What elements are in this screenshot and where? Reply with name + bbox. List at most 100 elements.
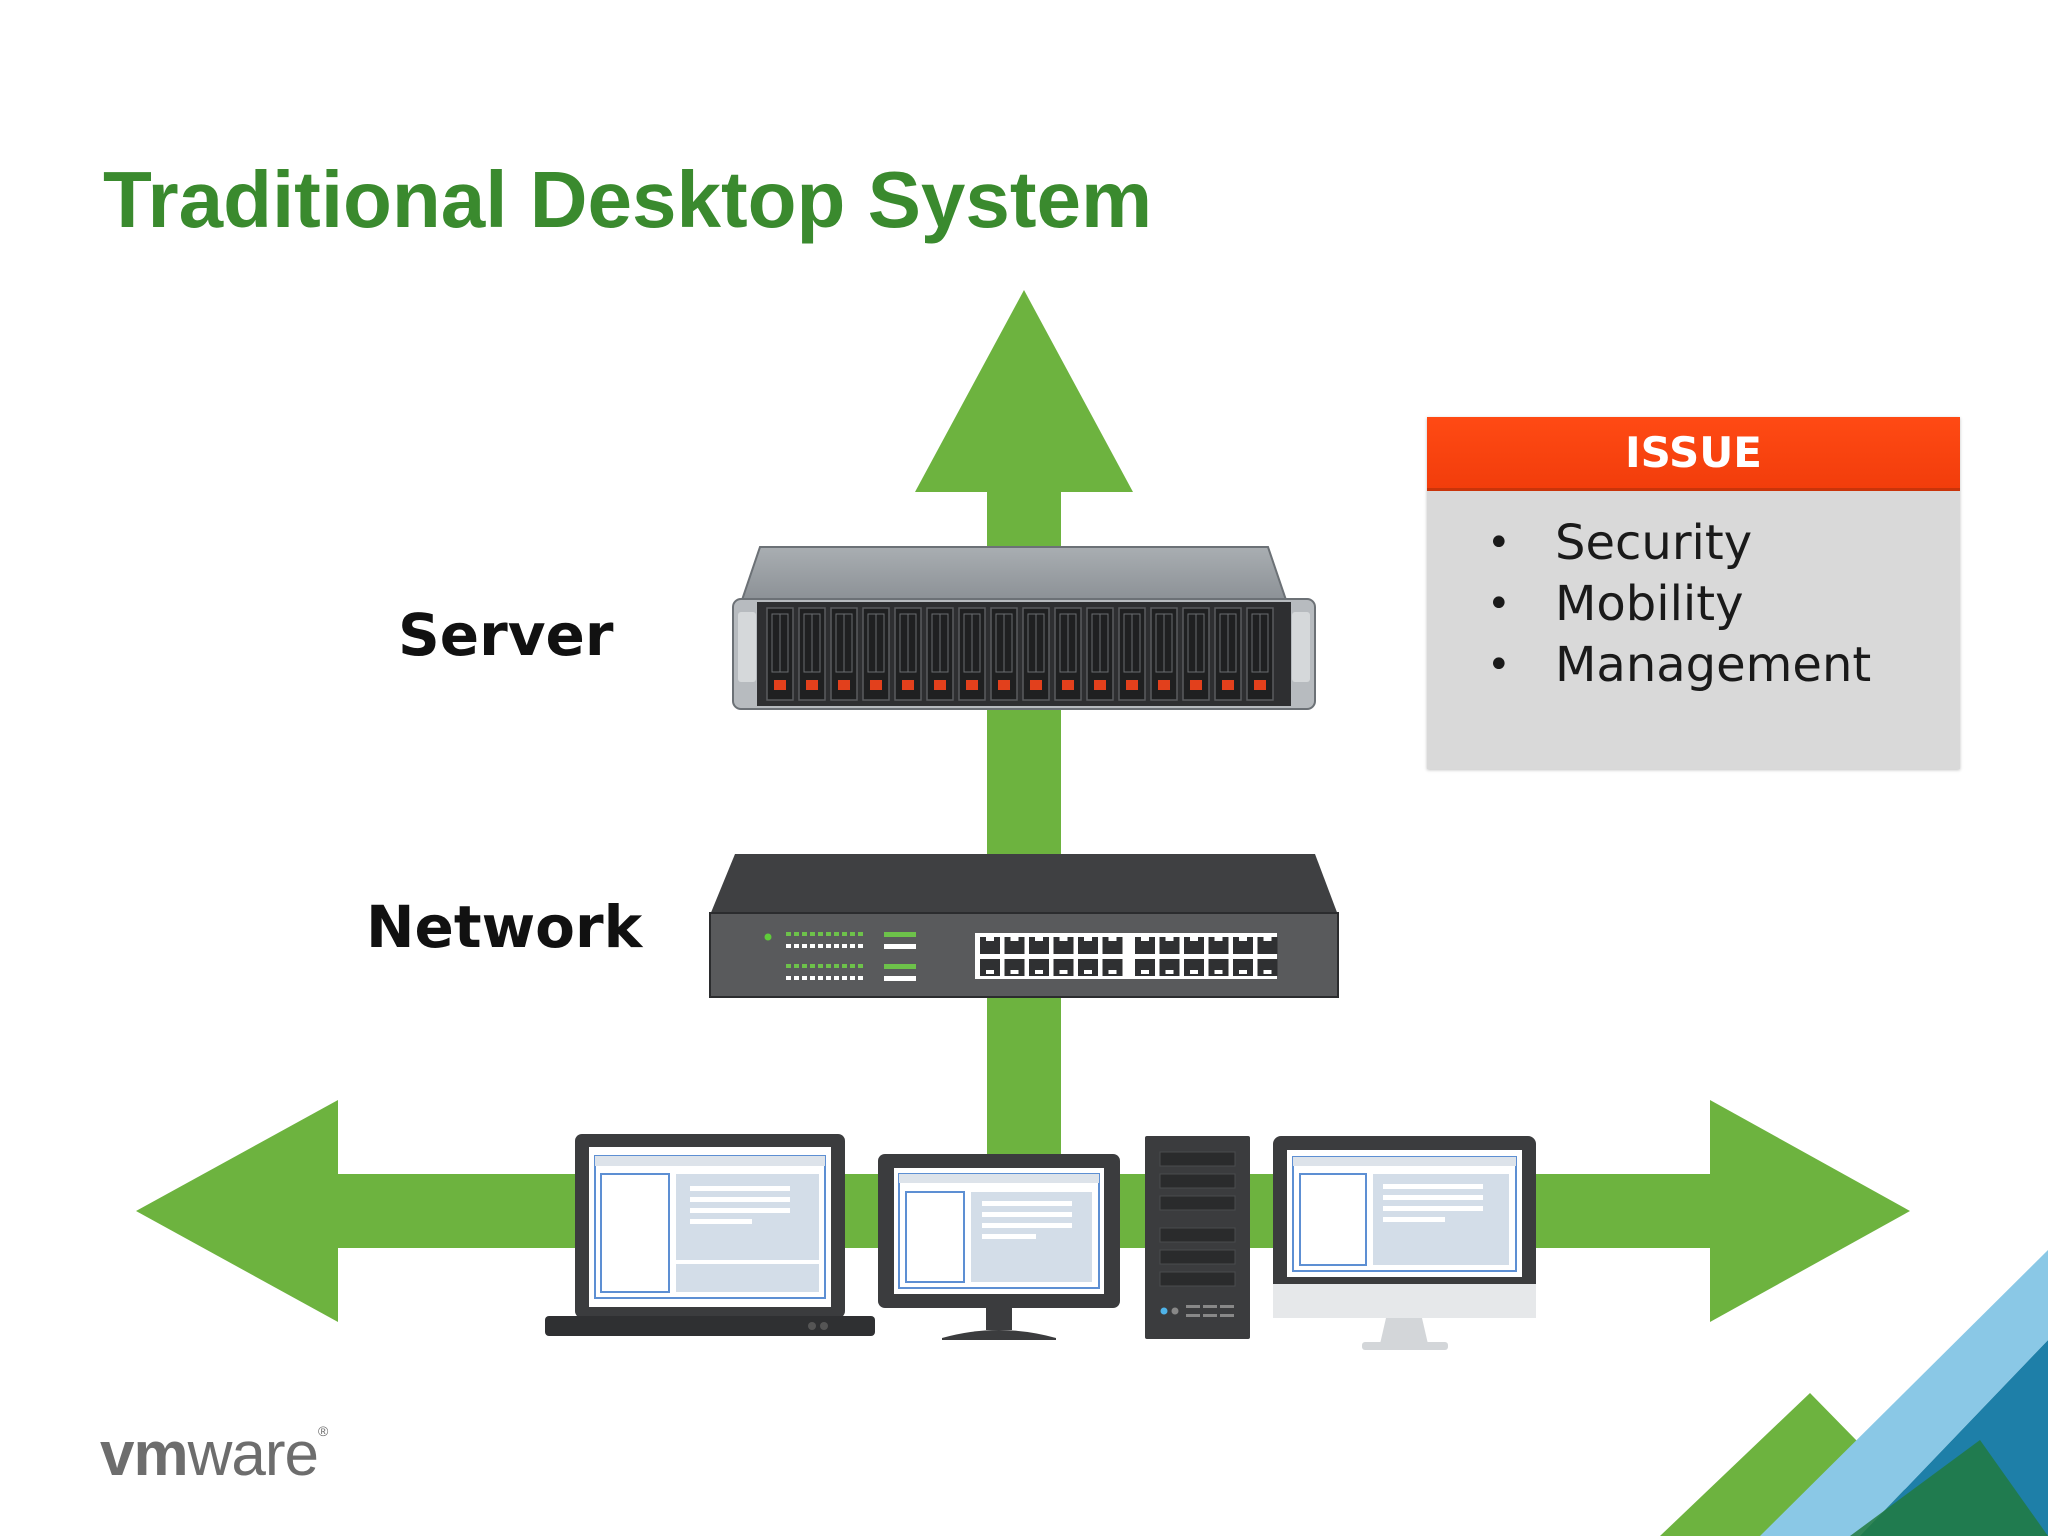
status-light [826, 976, 831, 980]
registered-mark: ® [318, 1423, 329, 1439]
status-light [818, 964, 823, 968]
status-light [858, 932, 863, 936]
ethernet-port [1257, 937, 1278, 954]
ethernet-port [1257, 959, 1278, 976]
slide-title: Traditional Desktop System [103, 155, 1153, 244]
drive-bays [766, 607, 1274, 701]
status-light [818, 932, 823, 936]
status-light [850, 964, 855, 968]
port-latch [986, 937, 994, 941]
drive-bay [766, 607, 794, 701]
status-light [794, 964, 799, 968]
status-light [834, 932, 839, 936]
status-light [794, 944, 799, 948]
status-light [826, 964, 831, 968]
corner-decoration [1660, 1250, 2048, 1536]
port-latch [1035, 970, 1043, 974]
drive-bay [926, 607, 954, 701]
port-latch [1263, 970, 1272, 974]
status-light [810, 932, 815, 936]
port-latch [1059, 970, 1068, 974]
ethernet-port [980, 937, 1000, 954]
port-latch [1239, 937, 1247, 941]
drive-bay [1054, 607, 1082, 701]
status-light [818, 944, 823, 948]
issue-item: •Security [1487, 513, 1960, 574]
port-latch [1190, 937, 1198, 941]
ethernet-port [1102, 937, 1123, 954]
drive-bay [1214, 607, 1242, 701]
drive-bay [1118, 607, 1146, 701]
issue-item: • Mobility [1487, 574, 1960, 635]
monitor-icon [878, 1154, 1120, 1340]
switch-status-lights [786, 932, 916, 981]
desktop-tower-icon [1145, 1136, 1250, 1339]
issue-item: •Management [1487, 635, 1960, 696]
ethernet-port [1159, 937, 1180, 954]
ethernet-port [1102, 959, 1123, 976]
status-light [858, 944, 863, 948]
status-light [850, 932, 855, 936]
drive-bay [1022, 607, 1050, 701]
status-light [802, 932, 807, 936]
ethernet-port [1029, 959, 1049, 976]
issue-panel: ISSUE •Security •Mobility •Management [1427, 417, 1960, 769]
status-bar [884, 944, 916, 949]
port-latch [1141, 970, 1149, 974]
status-light [842, 976, 847, 980]
port-latch [1010, 937, 1019, 941]
issue-header: ISSUE [1427, 417, 1960, 491]
vertical-arrow [915, 290, 1133, 1208]
bullet-icon: • [1487, 581, 1511, 627]
ethernet-port [1004, 937, 1025, 954]
server-label: Server [398, 601, 614, 669]
drive-bay [1086, 607, 1114, 701]
network-switch-icon [709, 854, 1339, 998]
bullet-icon: • [1487, 642, 1511, 688]
port-latch [1214, 970, 1223, 974]
port-latch [1141, 937, 1149, 941]
status-light [834, 944, 839, 948]
laptop-icon [545, 1134, 875, 1336]
port-latch [1214, 937, 1223, 941]
ethernet-port [1135, 937, 1155, 954]
issue-item-label: Mobility [1555, 576, 1744, 632]
status-light [850, 976, 855, 980]
ethernet-port [1053, 937, 1074, 954]
ethernet-port [1029, 937, 1049, 954]
ethernet-port [1053, 959, 1074, 976]
status-light [786, 932, 791, 936]
drive-bay [830, 607, 858, 701]
ethernet-port [1159, 959, 1180, 976]
status-light [850, 944, 855, 948]
status-light [810, 976, 815, 980]
port-latch [1190, 970, 1198, 974]
vmware-logo: vmware® [100, 1424, 328, 1486]
port-latch [1084, 937, 1092, 941]
status-light [842, 944, 847, 948]
status-light [786, 964, 791, 968]
issue-item-label: Security [1555, 515, 1753, 571]
logo-part-vm: vm [100, 1420, 189, 1489]
port-latch [1108, 937, 1117, 941]
port-latch [1010, 970, 1019, 974]
ethernet-port [1208, 937, 1229, 954]
network-label: Network [366, 893, 643, 961]
status-light [858, 976, 863, 980]
port-latch [1084, 970, 1092, 974]
ethernet-port [1135, 959, 1155, 976]
ethernet-port [980, 959, 1000, 976]
status-light [810, 964, 815, 968]
ethernet-port [1078, 959, 1098, 976]
all-in-one-computer-icon [1273, 1136, 1536, 1350]
status-light [794, 976, 799, 980]
status-light [826, 932, 831, 936]
status-bar [884, 932, 916, 937]
status-light [786, 944, 791, 948]
drive-bay [1150, 607, 1178, 701]
drive-bay [990, 607, 1018, 701]
logo-part-ware: ware [187, 1420, 319, 1489]
ethernet-port [1233, 937, 1253, 954]
